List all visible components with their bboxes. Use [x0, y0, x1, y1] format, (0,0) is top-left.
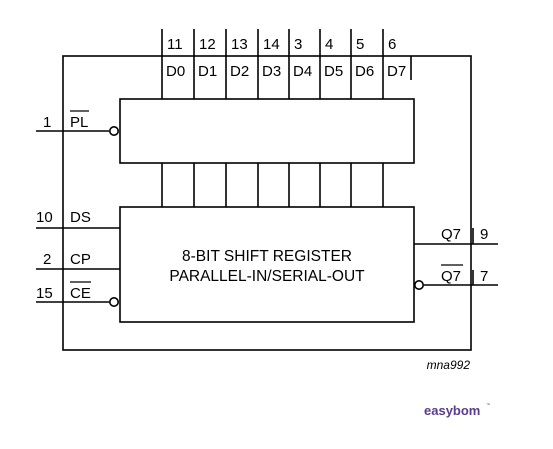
ds-pin-name: DS: [70, 209, 91, 226]
ce-inversion-bubble: [109, 296, 120, 307]
pin-d4-name: D4: [293, 63, 312, 80]
q7n-inversion-bubble: [413, 279, 424, 290]
pin-d3-number: 14: [263, 36, 280, 53]
pin-d5-name: D5: [324, 63, 343, 80]
package-outline: [62, 55, 472, 351]
ce-pin-name: CE: [70, 285, 91, 302]
brand-logo: easybom ™: [424, 402, 490, 418]
top-pin-leads: [161, 29, 412, 99]
pin-d2-number: 13: [231, 36, 248, 53]
pin-d7-name: D7: [387, 63, 406, 80]
pin-d3-name: D3: [262, 63, 281, 80]
pin-d1-number: 12: [199, 36, 216, 53]
pin-d1-name: D1: [198, 63, 217, 80]
cp-pin-name: CP: [70, 251, 91, 268]
cp-pin-number: 2: [43, 251, 51, 268]
pin-d6-name: D6: [355, 63, 374, 80]
block-title-line2: PARALLEL-IN/SERIAL-OUT: [169, 268, 365, 285]
internal-connections: [161, 163, 384, 207]
brand-trademark: ™: [486, 402, 490, 407]
block-title-line1: 8-BIT SHIFT REGISTER: [182, 248, 352, 265]
pin-d4-number: 3: [294, 36, 302, 53]
pin-d0-number: 11: [167, 36, 183, 53]
pl-pin-number: 1: [43, 114, 51, 131]
pin-d5-number: 4: [325, 36, 333, 53]
parallel-load-register: [119, 98, 415, 164]
ds-pin-number: 10: [36, 209, 53, 226]
figure-reference: mna992: [427, 358, 471, 372]
q7-pin-number: 9: [480, 226, 488, 243]
q7n-pin-name: Q7: [441, 268, 461, 285]
brand-text: easybom: [424, 403, 480, 418]
pin-d6-number: 5: [356, 36, 364, 53]
q7n-pin-number: 7: [480, 268, 488, 285]
pl-pin-name: PL: [70, 114, 88, 131]
pl-inversion-bubble: [109, 126, 120, 137]
ce-pin-number: 15: [36, 285, 53, 302]
shift-register-block: [119, 206, 415, 323]
pin-d2-name: D2: [230, 63, 249, 80]
pin-d7-number: 6: [388, 36, 396, 53]
q7-pin-name: Q7: [441, 226, 461, 243]
pin-d0-name: D0: [166, 63, 185, 80]
